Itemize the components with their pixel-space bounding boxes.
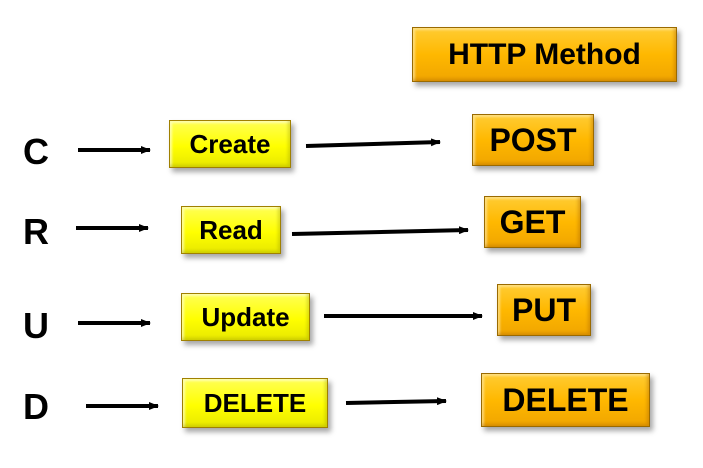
operation-box-delete: DELETE bbox=[182, 378, 328, 428]
crud-letter-r: R bbox=[23, 211, 49, 252]
arrow-read-to-get bbox=[291, 226, 469, 236]
crud-letter-c: C bbox=[23, 131, 49, 172]
method-box-post: POST bbox=[472, 114, 594, 166]
operation-box-read: Read bbox=[181, 206, 281, 254]
method-box-put: PUT bbox=[497, 284, 591, 336]
http-method-header: HTTP Method bbox=[412, 27, 677, 82]
method-box-delete: DELETE bbox=[481, 373, 650, 427]
crud-letter-d: D bbox=[23, 386, 49, 427]
operation-box-update: Update bbox=[181, 293, 310, 341]
method-box-get: GET bbox=[484, 196, 581, 248]
operation-box-create: Create bbox=[169, 120, 291, 168]
arrow-create-to-post bbox=[305, 138, 441, 148]
arrow-delete-to-delete-method bbox=[345, 397, 447, 406]
crud-letter-u: U bbox=[23, 305, 49, 346]
